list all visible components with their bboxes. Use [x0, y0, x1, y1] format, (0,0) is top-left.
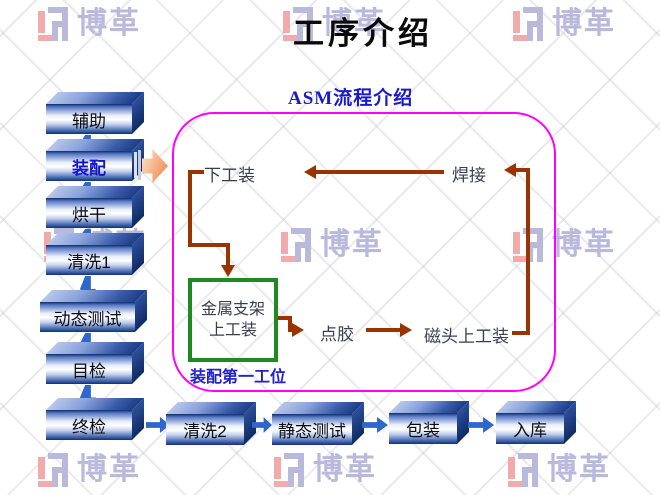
watermark-text: 博革	[552, 228, 616, 261]
arrowhead-right-icon	[292, 323, 304, 337]
flow-box-label: 静态测试	[272, 414, 352, 445]
bogee-watermark: 博革	[283, 6, 386, 42]
connector-line	[526, 168, 530, 335]
node-glue: 点胶	[320, 325, 354, 344]
flow-box-qingxi1: 清洗1	[46, 233, 144, 275]
connector-line	[316, 170, 444, 174]
flow-box-label: 动态测试	[40, 302, 135, 332]
bogee-logo-icon	[508, 453, 540, 487]
bogee-logo-icon	[38, 7, 70, 41]
connector-line	[512, 331, 530, 335]
connector-line	[366, 328, 400, 332]
watermark-text: 博革	[547, 453, 611, 486]
connector-line	[188, 243, 230, 247]
bogee-logo-icon	[513, 228, 545, 262]
big-arrow-shadow-bar	[134, 152, 137, 178]
node-head-fixture: 磁头上工装	[424, 327, 509, 346]
flow-box-zhongjian: 终检	[46, 398, 144, 440]
flow-box-label: 目检	[46, 354, 132, 384]
connector-line	[288, 316, 292, 332]
bogee-logo-icon	[274, 453, 306, 487]
asm-panel-border	[172, 112, 556, 392]
flow-box-fuzhu: 辅助	[46, 92, 144, 134]
flow-box-dongtaiceshi: 动态测试	[40, 290, 147, 332]
bogee-watermark: 博革	[513, 6, 616, 42]
station-box-line2: 上工装	[208, 322, 257, 339]
flow-box-baozhuang: 包装	[389, 401, 469, 444]
flow-box-qingxi2: 清洗2	[166, 402, 256, 445]
page-title: 工序介绍	[293, 16, 433, 51]
flow-box-label: 烘干	[46, 198, 132, 228]
right-arrow-icon	[362, 417, 388, 433]
bogee-logo-icon	[513, 7, 545, 41]
watermark-text: 博革	[313, 453, 377, 486]
flow-box-label: 清洗1	[46, 245, 132, 275]
connector-line	[226, 243, 230, 266]
node-welding: 焊接	[452, 166, 486, 185]
bogee-logo-icon	[38, 453, 70, 487]
flow-box-label: 入库	[496, 413, 564, 444]
connector-line	[516, 168, 530, 172]
flow-box-label: 终检	[46, 410, 132, 440]
bogee-watermark: 博革	[274, 452, 377, 488]
right-arrow-icon	[468, 417, 494, 433]
bogee-watermark: 博革	[38, 452, 141, 488]
flow-box-label: 包装	[389, 413, 457, 444]
bogee-logo-icon	[281, 228, 313, 262]
station-label: 装配第一工位	[190, 369, 287, 386]
flow-box-label: 清洗2	[166, 414, 244, 445]
arrowhead-down-icon	[221, 265, 235, 277]
watermark-text: 博革	[320, 228, 384, 261]
bogee-watermark: 博革	[281, 227, 384, 263]
watermark-text: 博革	[322, 7, 386, 40]
bogee-watermark: 博革	[513, 227, 616, 263]
watermark-text: 博革	[552, 7, 616, 40]
connector-line	[188, 170, 192, 247]
flow-box-mujian: 目检	[46, 342, 144, 384]
flow-box-label: 辅助	[46, 104, 132, 134]
flow-box-jingtaiceshi: 静态测试	[272, 402, 364, 445]
zoom-in-arrow-icon	[142, 149, 168, 183]
flow-box-label: 装配	[46, 151, 132, 181]
watermark-text: 博革	[77, 453, 141, 486]
connector-line	[278, 316, 292, 320]
station-box: 金属支架 上工装	[188, 278, 278, 362]
asm-panel-title: ASM流程介绍	[288, 88, 414, 109]
station-box-line1: 金属支架	[200, 301, 265, 318]
flow-box-zhuangpei: 装配	[46, 139, 144, 181]
watermark-text: 博革	[77, 7, 141, 40]
bogee-logo-icon	[283, 7, 315, 41]
node-lower-fixture: 下工装	[204, 166, 255, 185]
arrowhead-right-icon	[400, 323, 412, 337]
arrowhead-left-icon	[304, 165, 316, 179]
bogee-watermark: 博革	[508, 452, 611, 488]
big-arrow-shadow-bar	[138, 150, 141, 180]
arrowhead-left-icon	[504, 163, 516, 177]
flow-box-honggan: 烘干	[46, 186, 144, 228]
bogee-watermark: 博革	[38, 6, 141, 42]
flow-box-ruku: 入库	[496, 401, 576, 444]
connector-line	[188, 170, 204, 174]
